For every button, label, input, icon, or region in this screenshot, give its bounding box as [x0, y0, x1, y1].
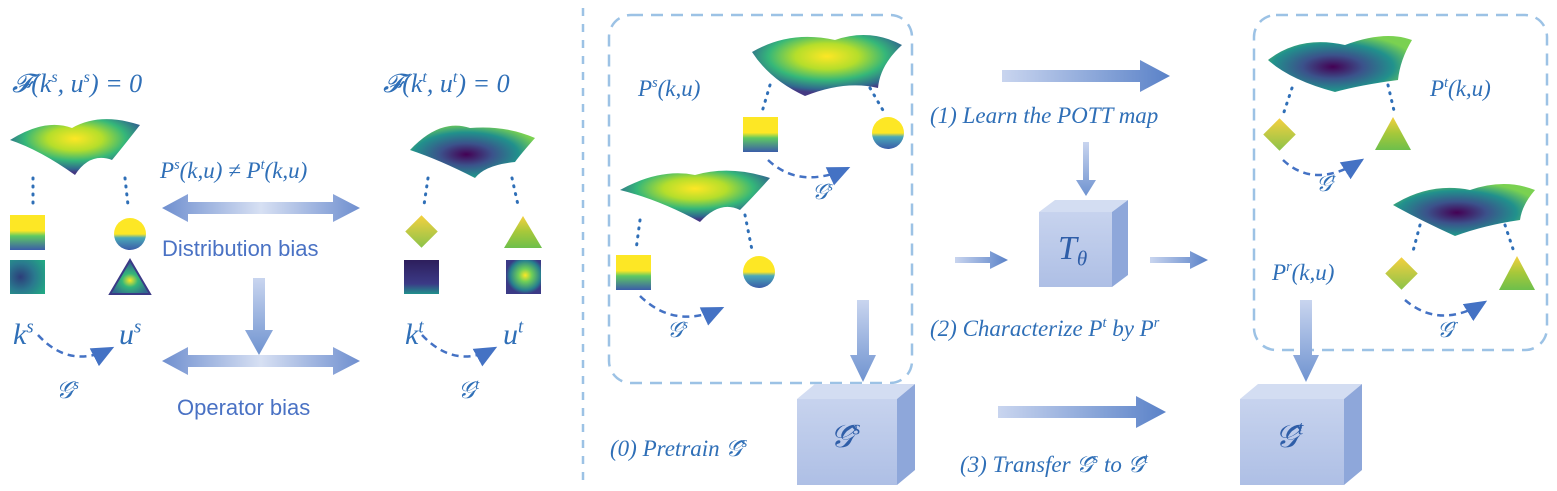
ut-label: ut — [503, 316, 524, 351]
step1-label: (1) Learn the POTT map — [930, 103, 1159, 128]
step2-label: (2) Characterize Pt by Pr — [930, 315, 1160, 341]
in-arrow-t-theta — [955, 251, 1008, 269]
target-surface — [410, 125, 535, 178]
triangle-shape — [504, 216, 542, 248]
dotted-connectors-source — [634, 83, 886, 252]
gt-dashed-arrow-left — [421, 334, 498, 367]
pr-label: Pr(k,u) — [1272, 259, 1335, 285]
distribution-bias-arrow — [162, 194, 360, 222]
circle-shape-top — [872, 117, 904, 149]
source-equation: 𝓕(ks, us) = 0 — [12, 68, 143, 98]
target-surface-top — [1268, 36, 1412, 92]
down-arrow-left — [245, 278, 273, 355]
gt-box-label: 𝒢̂t — [1275, 418, 1304, 455]
down-arrow-mid — [1076, 142, 1096, 196]
gr-dashed-arrow-right — [1404, 299, 1488, 322]
operator-bias-label: Operator bias — [177, 395, 311, 420]
heatmap-square-3 — [506, 260, 541, 294]
ps-label: Ps(k,u) — [638, 75, 701, 101]
gt-box — [1240, 384, 1362, 485]
gs-label-mid: 𝒢s — [667, 317, 688, 343]
gs-dashed-arrow-mid — [639, 295, 725, 326]
square-shape-mid — [616, 255, 651, 290]
dotted-connectors-left — [31, 176, 520, 207]
down-arrow-target — [1293, 300, 1319, 382]
ks-label: ks — [13, 316, 34, 351]
square-shape-top — [743, 117, 778, 152]
heatmap-square-2 — [404, 260, 439, 294]
source-surface — [10, 119, 140, 175]
gt-label-right: 𝒢t — [1316, 171, 1336, 197]
triangle-shape-ref — [1499, 256, 1535, 290]
source-frame — [607, 13, 914, 385]
kt-label: kt — [405, 316, 424, 351]
gs-label-top: 𝒢s — [812, 179, 833, 205]
us-label: us — [119, 316, 142, 351]
learn-pott-arrow — [1002, 60, 1170, 92]
reference-surface — [1393, 184, 1535, 236]
source-surface-top — [752, 35, 902, 96]
diamond-shape-ref — [1385, 257, 1418, 290]
gr-label: 𝒢r — [1437, 317, 1458, 343]
t-theta-box — [1039, 200, 1128, 287]
circle-shape — [114, 218, 146, 250]
t-theta-label: Tθ — [1058, 230, 1088, 271]
diamond-shape-top — [1263, 118, 1296, 151]
gt-dashed-arrow-right — [1282, 158, 1365, 180]
distribution-inequality: Ps(k,u) ≠ Pt(k,u) — [160, 157, 308, 183]
distribution-bias-label: Distribution bias — [162, 236, 319, 261]
target-equation: 𝓕(kt, ut) = 0 — [383, 68, 510, 98]
gs-label-left: 𝒢s — [56, 377, 79, 405]
step3-label: (3) Transfer 𝒢̂s to 𝒢̂t — [960, 451, 1148, 477]
pt-label: Pt(k,u) — [1430, 75, 1491, 101]
triangle-shape-top — [1375, 117, 1411, 150]
square-shape — [10, 215, 45, 250]
source-surface-mid — [620, 170, 770, 222]
heatmap-square-1 — [10, 260, 45, 294]
transfer-arrow — [998, 396, 1166, 428]
operator-bias-arrow — [162, 347, 360, 375]
dotted-connectors-target — [1281, 83, 1517, 257]
circle-shape-mid — [743, 256, 775, 288]
step0-label: (0) Pretrain 𝒢̂s — [610, 435, 748, 461]
out-arrow-t-theta — [1150, 251, 1208, 269]
target-frame — [1252, 13, 1549, 352]
heatmap-triangle — [108, 258, 152, 295]
down-arrow-source — [850, 300, 876, 382]
diamond-shape — [405, 215, 438, 248]
gt-label-left: 𝒢t — [458, 377, 480, 405]
gs-dashed-arrow-top — [767, 159, 851, 186]
gs-box — [797, 384, 915, 485]
gs-dashed-arrow-left — [37, 334, 115, 367]
gs-box-label: 𝒢̂s — [830, 418, 861, 455]
